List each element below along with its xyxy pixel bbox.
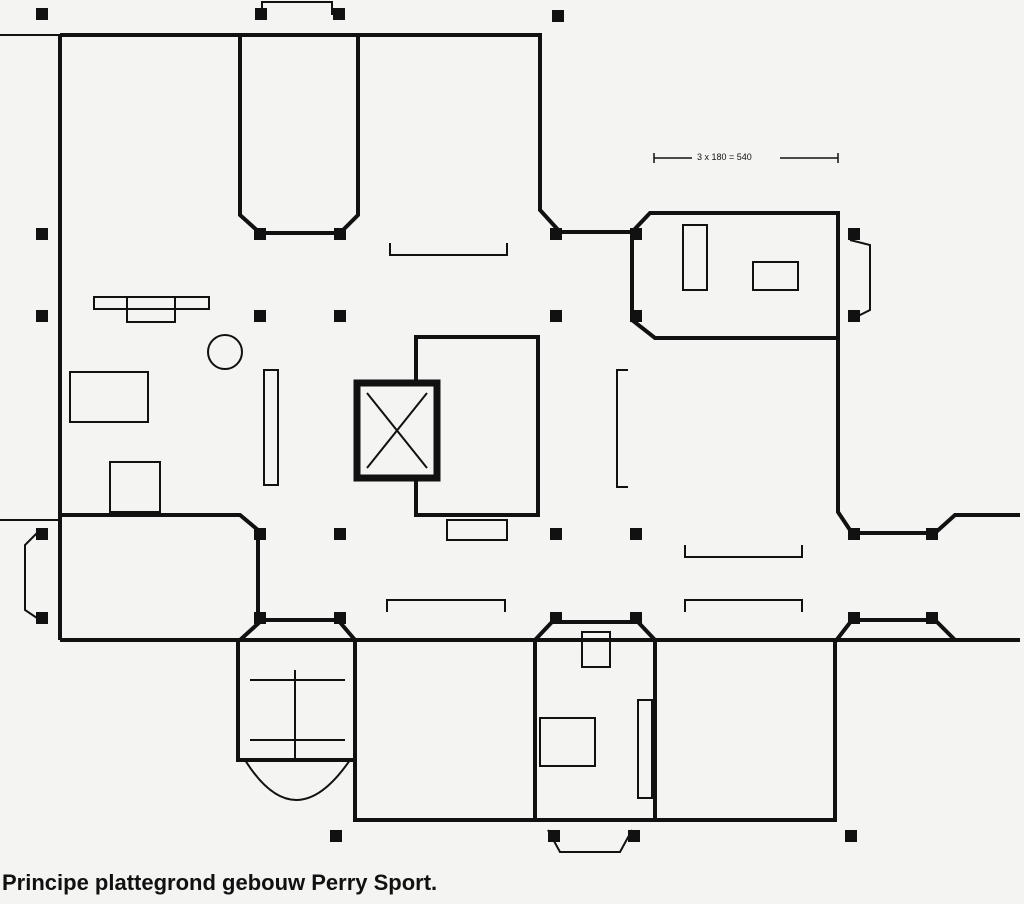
- caption: Principe plattegrond gebouw Perry Sport.: [2, 870, 438, 895]
- outer-wall: [60, 33, 1020, 535]
- columns: [36, 8, 938, 842]
- east-room: [630, 232, 838, 340]
- west-room: [60, 513, 260, 620]
- stairwell: [236, 640, 357, 762]
- elevator-core: [353, 379, 441, 482]
- scale-bar: [653, 153, 839, 163]
- north-bay: [238, 35, 360, 235]
- partitions: [69, 224, 803, 799]
- south-room: [533, 620, 657, 820]
- scale-label: 3 x 180 = 540: [697, 152, 752, 162]
- toilet-block: [414, 335, 540, 517]
